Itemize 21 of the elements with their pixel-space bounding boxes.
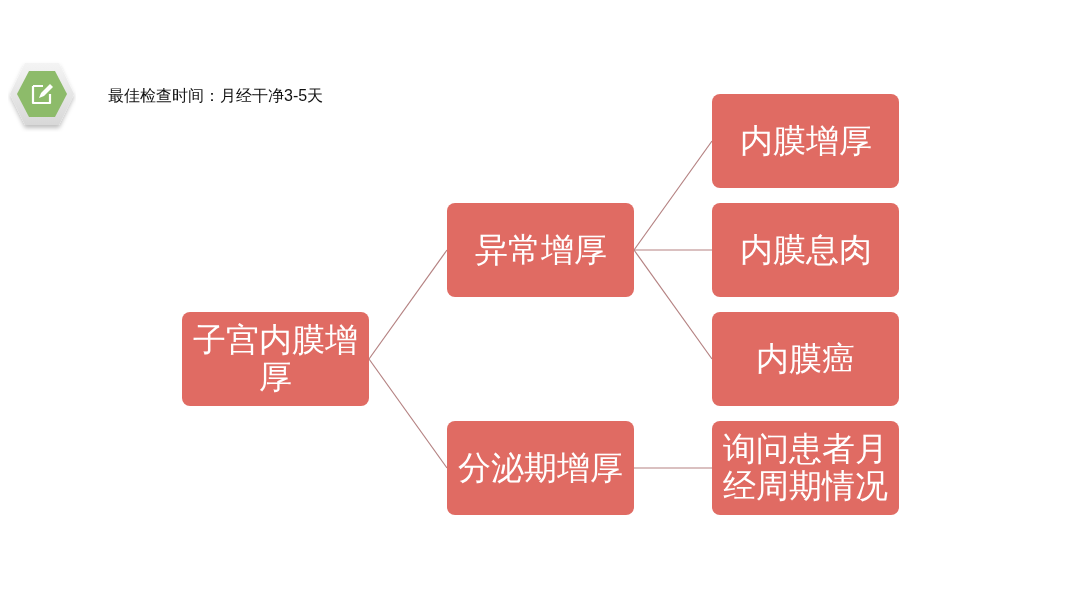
process-box — [447, 203, 634, 297]
process-box — [712, 312, 899, 406]
node-label: 子宫内膜增厚 — [192, 322, 359, 396]
connector-line — [368, 358, 448, 469]
note-text: 最佳检查时间：月经干净3-5天 — [108, 86, 324, 106]
node-label: 内膜增厚 — [739, 122, 872, 160]
connector-line — [368, 249, 448, 360]
process-box — [447, 421, 634, 515]
node-label: 询问患者月经周期情况 — [722, 431, 889, 505]
process-box — [712, 94, 899, 188]
connector-line — [633, 249, 713, 251]
connector-line — [633, 249, 713, 360]
process-box — [712, 421, 899, 515]
node-label: 内膜癌 — [756, 340, 855, 378]
process-box — [182, 312, 369, 406]
connector-line — [633, 467, 713, 469]
node-label: 内膜息肉 — [739, 231, 872, 269]
process-box — [712, 203, 899, 297]
node-label: 分泌期增厚 — [458, 449, 623, 487]
node-label: 异常增厚 — [474, 231, 607, 269]
connector-line — [633, 140, 713, 251]
